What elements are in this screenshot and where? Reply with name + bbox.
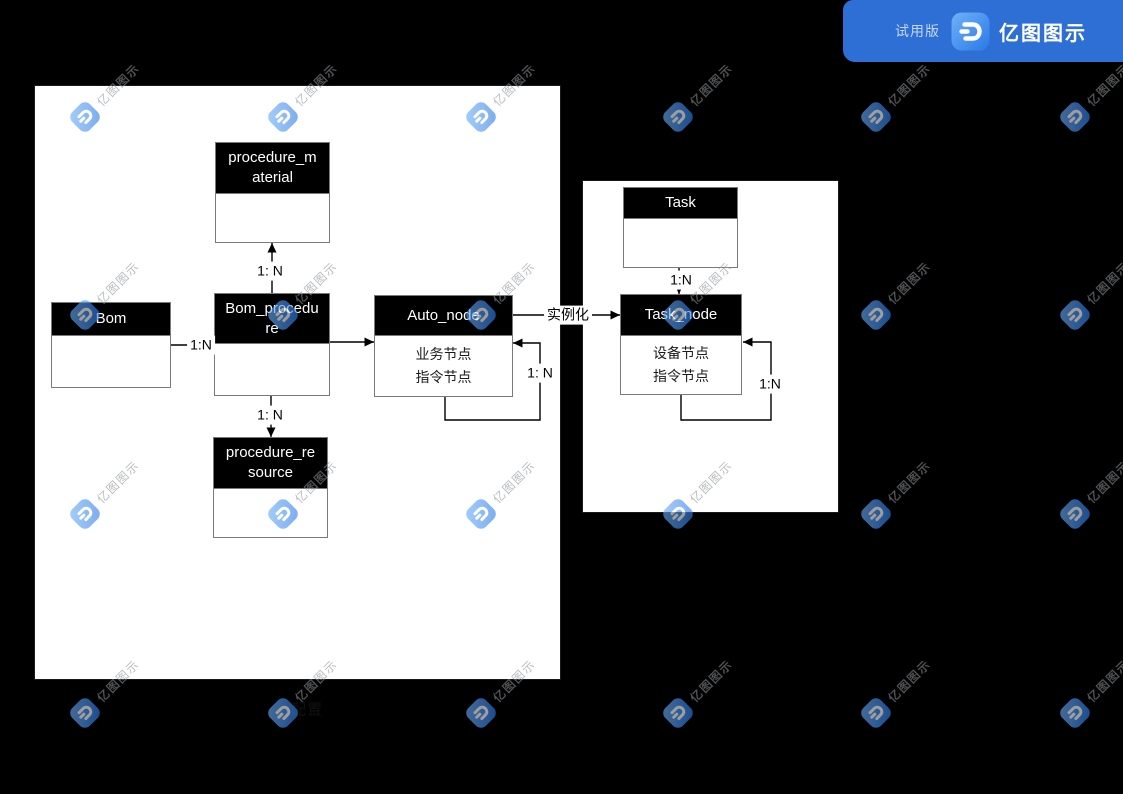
edge-label-tasknode-loop-cardinality[interactable]: 1:N (756, 374, 784, 394)
entity-procedure-material-body (216, 194, 329, 242)
edraw-logo-icon (663, 102, 693, 132)
edraw-logo-icon (1060, 499, 1090, 529)
edge-label-task-cardinality[interactable]: 1:N (667, 270, 695, 290)
entity-bom[interactable]: Bom (51, 302, 171, 388)
entity-bom-body (52, 336, 170, 387)
edge-label-resource-cardinality[interactable]: 1: N (254, 405, 286, 425)
watermark-text: 亿图图示 (1083, 656, 1123, 705)
entity-auto-node-body: 业务节点 指令节点 (375, 336, 512, 396)
entity-procedure-resource[interactable]: procedure_resource (213, 437, 328, 538)
config-group-label: 配置 (290, 701, 324, 719)
entity-task-node-title: Task_node (621, 295, 741, 336)
watermark-text: 亿图图示 (884, 60, 933, 109)
watermark-text: 亿图图示 (1083, 457, 1123, 506)
entity-bom-procedure-body (215, 344, 329, 395)
edraw-logo-icon (861, 300, 891, 330)
edraw-logo-icon (861, 102, 891, 132)
watermark-text: 亿图图示 (884, 656, 933, 705)
watermark-text: 亿图图示 (686, 656, 735, 705)
watermark: 亿图图示 (1057, 254, 1123, 333)
watermark: 亿图图示 (858, 254, 937, 333)
edraw-logo-icon (70, 698, 100, 728)
edraw-logo-icon (1060, 300, 1090, 330)
task-node-row-device: 设备节点 (653, 345, 709, 361)
edraw-logo-icon (466, 698, 496, 728)
edraw-logo-icon (861, 698, 891, 728)
watermark: 亿图图示 (858, 652, 937, 731)
watermark: 亿图图示 (858, 56, 937, 135)
trial-version-label: 试用版 (895, 23, 940, 39)
entity-procedure-material-title: procedure_material (216, 143, 329, 194)
entity-bom-procedure-title: Bom_procedure (215, 294, 329, 344)
watermark-text: 亿图图示 (686, 60, 735, 109)
watermark: 亿图图示 (660, 56, 739, 135)
task-node-row-command: 指令节点 (653, 368, 709, 384)
edraw-logo-icon (1060, 698, 1090, 728)
entity-task-title: Task (624, 188, 737, 219)
entity-task-node[interactable]: Task_node 设备节点 指令节点 (620, 294, 742, 395)
entity-bom-title: Bom (52, 303, 170, 336)
entity-auto-node-title: Auto_node (375, 296, 512, 336)
watermark-text: 亿图图示 (1083, 258, 1123, 307)
trial-badge[interactable]: 试用版 亿图图示 (843, 0, 1123, 62)
entity-task-node-body: 设备节点 指令节点 (621, 336, 741, 394)
watermark: 亿图图示 (1057, 56, 1123, 135)
watermark: 亿图图示 (1057, 652, 1123, 731)
edraw-logo-icon (1060, 102, 1090, 132)
edraw-logo-icon (663, 698, 693, 728)
edge-label-instantiate[interactable]: 实例化 (544, 305, 592, 325)
entity-procedure-material[interactable]: procedure_material (215, 142, 330, 243)
watermark-text: 亿图图示 (1083, 60, 1123, 109)
edge-label-autonode-loop-cardinality[interactable]: 1: N (524, 363, 556, 383)
watermark-text: 亿图图示 (884, 258, 933, 307)
watermark: 亿图图示 (858, 453, 937, 532)
entity-auto-node[interactable]: Auto_node 业务节点 指令节点 (374, 295, 513, 397)
watermark-text: 亿图图示 (884, 457, 933, 506)
edraw-logo-icon (861, 499, 891, 529)
auto-node-row-business: 业务节点 (415, 346, 472, 362)
entity-task[interactable]: Task (623, 187, 738, 268)
entity-procedure-resource-body (214, 489, 327, 537)
watermark: 亿图图示 (660, 652, 739, 731)
edge-label-bom-cardinality[interactable]: 1:N (187, 335, 215, 355)
entity-task-body (624, 219, 737, 267)
auto-node-row-command: 指令节点 (415, 369, 472, 385)
entity-bom-procedure[interactable]: Bom_procedure (214, 293, 330, 396)
entity-procedure-resource-title: procedure_resource (214, 438, 327, 489)
watermark: 亿图图示 (1057, 453, 1123, 532)
edraw-logo-icon (951, 12, 990, 50)
brand-name: 亿图图示 (999, 22, 1087, 45)
edge-label-material-cardinality[interactable]: 1: N (254, 261, 286, 281)
